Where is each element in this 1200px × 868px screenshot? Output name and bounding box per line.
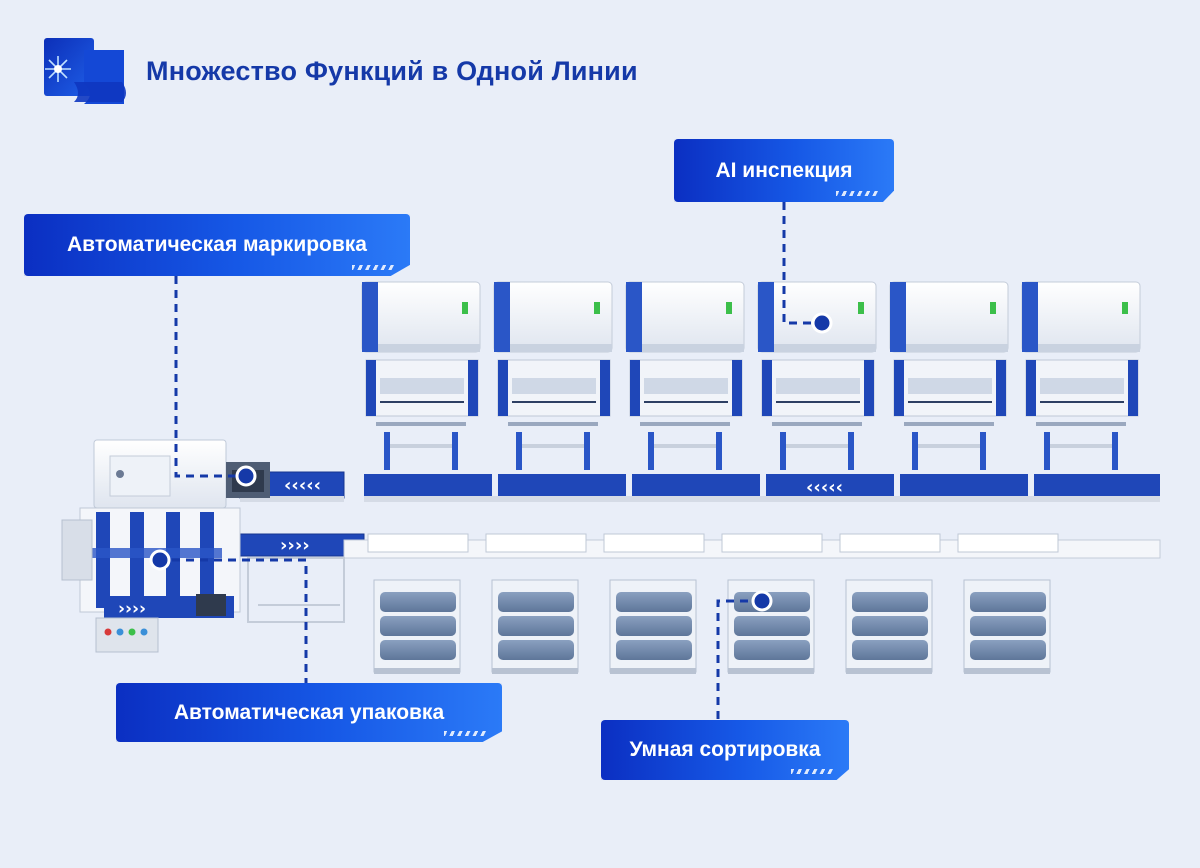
inspection-machine (361, 281, 481, 470)
page-title: Множество Функций в Одной Линии (146, 55, 638, 86)
sorting-bin (839, 533, 941, 674)
marker-dots (149, 312, 833, 612)
callout-auto-packing: Автоматическая упаковка (116, 683, 502, 742)
marker-dot-marking (235, 465, 257, 487)
inspection-machine (493, 281, 613, 470)
callout-ai-inspection: AI инспекция (674, 139, 894, 202)
leader-line-sorting (716, 599, 762, 720)
inspection-machine (889, 281, 1009, 470)
leader-line-ai-inspection (782, 202, 822, 325)
sorting-bin (603, 533, 705, 674)
blue-sheet-sparkle-icon (44, 38, 126, 104)
callout-auto-marking: Автоматическая маркировка (24, 214, 410, 276)
upper-conveyor: ‹‹‹‹‹ ‹‹‹‹‹ (239, 471, 1160, 502)
marker-dot-sorting (751, 590, 773, 612)
sorting-bin (957, 533, 1059, 674)
leader-line-packing (158, 558, 308, 683)
conveyor-direction-arrows: ‹‹‹‹‹ (806, 477, 843, 498)
marker-dot-packing (149, 549, 171, 571)
page-header: Множество Функций в Одной Линии (44, 38, 638, 104)
conveyor-direction-arrows: ›››› (280, 535, 310, 556)
callout-smart-sorting: Умная сортировка (601, 720, 849, 780)
leader-lines (158, 202, 822, 720)
inspection-machines (361, 281, 1141, 470)
sorting-bin (367, 533, 469, 674)
inspection-machine (757, 281, 877, 470)
sorting-bins (367, 533, 1059, 674)
marker-dot-ai-inspection (811, 312, 833, 334)
sorting-bin (721, 533, 823, 674)
leader-line-marking (174, 276, 246, 478)
sorting-bin (485, 533, 587, 674)
conveyor-direction-arrows: ›››› (118, 599, 146, 619)
inspection-machine (1021, 281, 1141, 470)
conveyor-direction-arrows: ‹‹‹‹‹ (284, 475, 321, 496)
inspection-machine (625, 281, 745, 470)
